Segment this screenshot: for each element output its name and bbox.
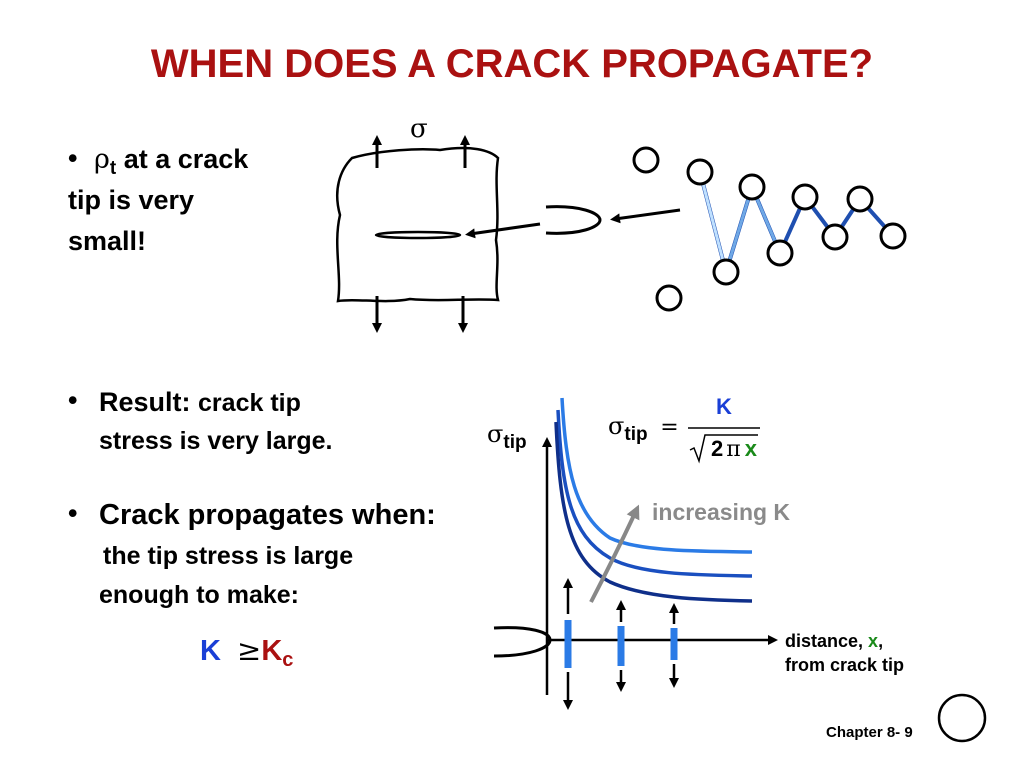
formula-pi: π xyxy=(726,437,741,462)
atoms xyxy=(632,146,907,312)
graph-crack-tip xyxy=(493,626,552,658)
criterion-op: ≥ xyxy=(237,633,262,667)
bullet1-line1: ρt at a crack xyxy=(94,139,248,183)
bullet2-bold: Result: xyxy=(99,387,191,417)
formula-numerator: K xyxy=(716,394,732,419)
crack xyxy=(374,230,462,240)
footer: Chapter 8- 9 xyxy=(826,724,913,741)
x-label-distance: distance, xyxy=(785,631,864,651)
bullet1-text-1: at a crack xyxy=(123,144,249,174)
plate-outline xyxy=(335,146,500,303)
bullet2-rest: crack tip xyxy=(198,389,301,417)
bullet1-text-3: small! xyxy=(68,226,147,256)
stress-curve-high xyxy=(560,397,753,554)
formula-sigma: σ xyxy=(608,412,625,440)
footer-page: 9 xyxy=(904,724,913,741)
publisher-logo xyxy=(937,693,987,743)
tip-arrow-2 xyxy=(610,208,681,224)
stress-curve-mid xyxy=(556,409,753,578)
increasing-k-label: increasing K xyxy=(652,499,791,525)
x-label-comma: , xyxy=(878,631,884,651)
formula-two: 2 xyxy=(711,436,724,461)
criterion-kc: K xyxy=(261,635,283,667)
x-label-line2: from crack tip xyxy=(785,655,905,675)
graph-x-label: distance, x, from crack tip xyxy=(785,629,904,677)
stress-curve-low xyxy=(554,421,753,603)
criterion-kc-sub: c xyxy=(282,649,294,671)
rho-symbol: ρ xyxy=(94,144,110,175)
y-label-sigma: σ xyxy=(487,420,504,448)
slide-title: WHEN DOES A CRACK PROPAGATE? xyxy=(150,42,874,86)
x-label-x: x xyxy=(868,631,879,651)
bullet2-line1: Result: crack tip xyxy=(99,382,301,423)
formula-x: x xyxy=(744,436,757,461)
bullet-dot: • xyxy=(68,385,78,415)
x-label-line1: distance, x, xyxy=(785,629,904,653)
bullet-dot: • xyxy=(68,498,78,528)
bullet2-line2: stress is very large. xyxy=(99,427,333,455)
tip-magnified xyxy=(545,205,602,235)
bullet-dot: • xyxy=(68,143,78,173)
criterion: K ≥Kc xyxy=(200,630,293,674)
formula-lhs: σtip = xyxy=(608,412,679,445)
formula-radical xyxy=(689,434,758,464)
bullet3-line2: the tip stress is large xyxy=(103,542,354,570)
y-label-sub: tip xyxy=(503,432,527,453)
tip-arrow-1 xyxy=(465,222,541,239)
criterion-k: K xyxy=(200,635,221,667)
bullet1-text-2: tip is very xyxy=(68,185,195,215)
rho-subscript: t xyxy=(109,158,117,179)
bullet3-line3: enough to make: xyxy=(99,581,300,609)
sigma-label: σ xyxy=(410,114,428,144)
bullet3-head: Crack propagates when: xyxy=(99,499,436,531)
graph-y-label: σtip xyxy=(487,420,527,453)
increasing-k-arrow xyxy=(589,504,640,603)
formula-sub: tip xyxy=(624,424,648,445)
formula-eq: = xyxy=(660,415,679,440)
footer-chapter: Chapter 8- xyxy=(826,724,901,741)
